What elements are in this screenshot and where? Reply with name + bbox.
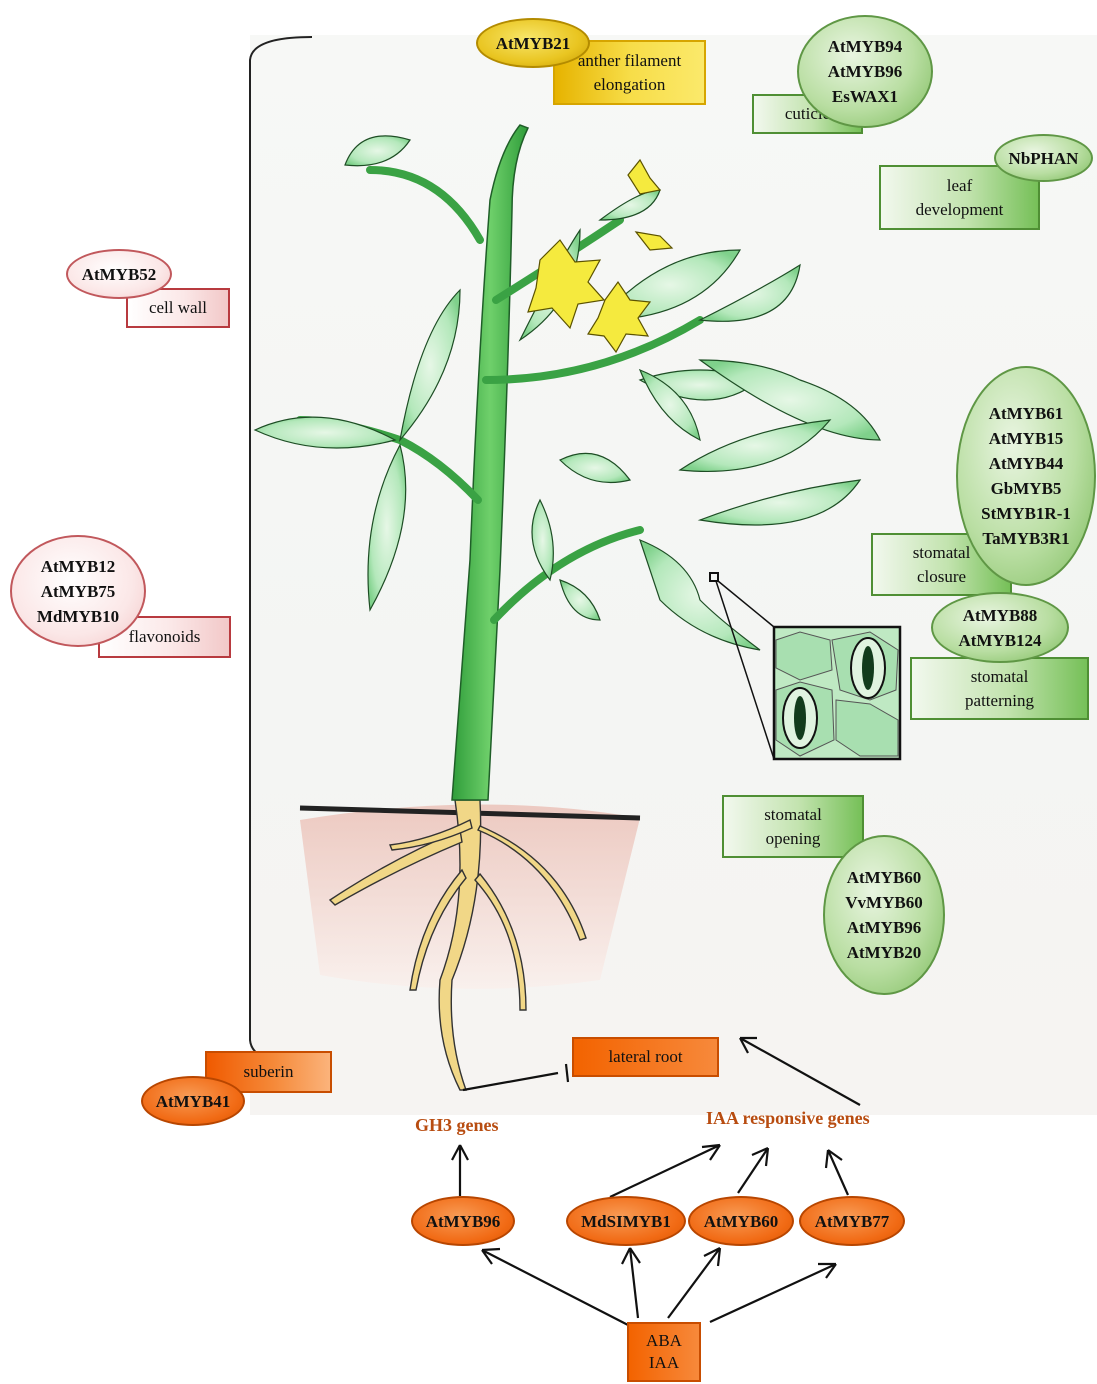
roots xyxy=(328,799,587,1091)
lateral-root-box: lateral root xyxy=(572,1037,719,1077)
aba-iaa-box: ABA IAA xyxy=(627,1322,701,1382)
gh3-genes-label: GH3 genes xyxy=(415,1115,499,1135)
atmyb52-ellipse: AtMYB52 xyxy=(66,249,172,299)
stomata-inset xyxy=(709,572,902,761)
scope-bracket xyxy=(249,36,313,1066)
atmyb60-root-ellipse: AtMYB60 xyxy=(688,1196,794,1246)
main-stem xyxy=(451,124,530,801)
flowers xyxy=(527,158,674,354)
patterning-genes-ellipse: AtMYB88 AtMYB124 xyxy=(931,592,1069,663)
iaa-responsive-genes-label: IAA responsive genes xyxy=(706,1108,870,1128)
opening-genes-ellipse: AtMYB60 VvMYB60 AtMYB96 AtMYB20 xyxy=(823,835,945,995)
atmyb96-root-ellipse: AtMYB96 xyxy=(411,1196,515,1246)
mdsimyb1-ellipse: MdSIMYB1 xyxy=(566,1196,686,1246)
arrows xyxy=(451,1036,861,1326)
nbphan-ellipse: NbPHAN xyxy=(994,134,1093,182)
cuticle-genes-ellipse: AtMYB94 AtMYB96 EsWAX1 xyxy=(797,15,933,128)
leaves xyxy=(253,135,881,651)
atmyb77-ellipse: AtMYB77 xyxy=(799,1196,905,1246)
closure-genes-ellipse: AtMYB61 AtMYB15 AtMYB44 GbMYB5 StMYB1R-1… xyxy=(956,366,1096,586)
flavonoid-genes-ellipse: AtMYB12 AtMYB75 MdMYB10 xyxy=(10,535,146,647)
atmyb21-ellipse: AtMYB21 xyxy=(476,18,590,68)
stomatal-opening-box: stomatal opening xyxy=(722,795,864,858)
stomatal-patterning-box: stomatal patterning xyxy=(910,657,1089,720)
atmyb41-ellipse: AtMYB41 xyxy=(141,1076,245,1126)
